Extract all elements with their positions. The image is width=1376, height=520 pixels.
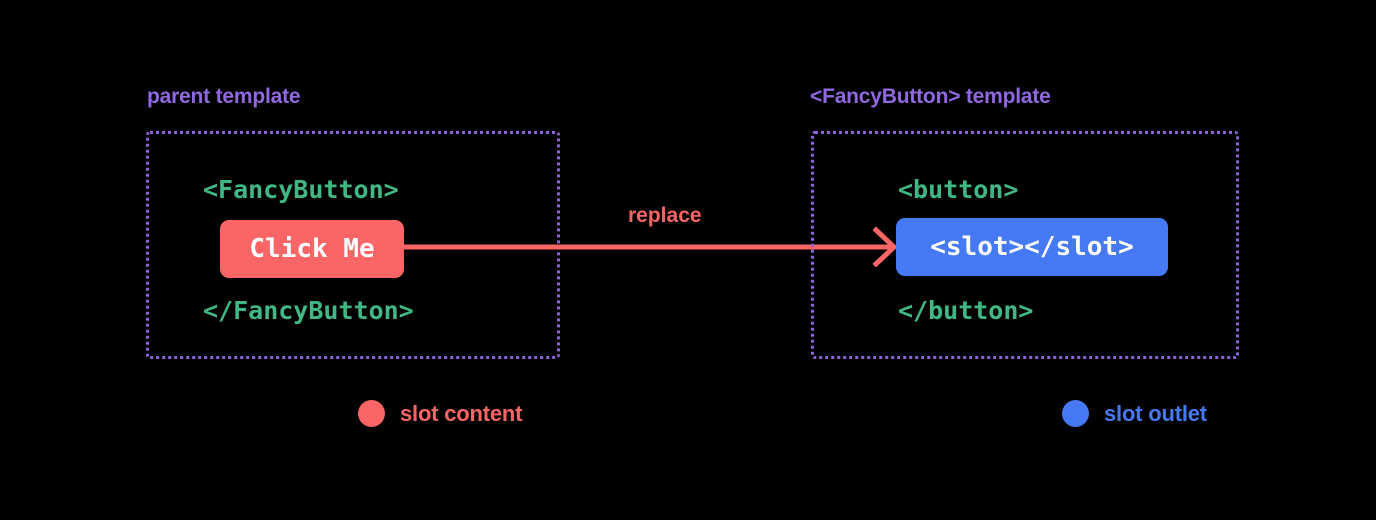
- slot-content-dot-icon: [358, 400, 385, 427]
- slot-content-chip: Click Me: [220, 220, 404, 278]
- replace-arrow-icon: [404, 226, 898, 268]
- legend-item-slot-outlet: slot outlet: [1062, 400, 1207, 427]
- replace-arrow-label: replace: [628, 204, 702, 227]
- code-close-button: </button>: [898, 296, 1034, 325]
- fancybutton-template-panel: [811, 131, 1239, 359]
- legend-label-slot-content: slot content: [400, 400, 523, 426]
- code-close-fancybutton: </FancyButton>: [203, 296, 414, 325]
- code-open-button: <button>: [898, 175, 1019, 204]
- slot-outlet-chip: <slot></slot>: [896, 218, 1168, 276]
- code-open-fancybutton: <FancyButton>: [203, 175, 399, 204]
- legend-label-slot-outlet: slot outlet: [1104, 400, 1207, 426]
- parent-template-label: parent template: [147, 85, 301, 108]
- slot-outlet-dot-icon: [1062, 400, 1089, 427]
- legend-item-slot-content: slot content: [358, 400, 522, 427]
- fancybutton-template-label: <FancyButton> template: [810, 85, 1051, 108]
- replace-arrow-group: replace: [404, 204, 898, 272]
